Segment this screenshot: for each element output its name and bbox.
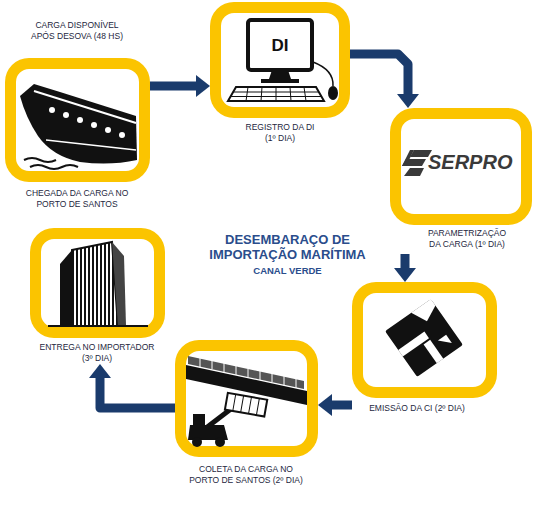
step-caption: CHEGADA DA CARGA NO PORTO DE SANTOS xyxy=(23,188,131,210)
step-frame xyxy=(5,58,150,182)
process-step: DI REGISTRO DA DI (1º DIA) xyxy=(210,2,350,144)
step-frame xyxy=(352,282,497,398)
flow-arrow xyxy=(331,401,352,410)
step-frame xyxy=(30,228,165,338)
process-step: COLETA DA CARGA NO PORTO DE SANTOS (2º D… xyxy=(175,340,318,502)
step-frame xyxy=(175,340,318,457)
step-caption: EMISSÃO DA CI (2º DIA) xyxy=(352,403,482,414)
flow-arrow xyxy=(100,377,175,408)
flow-arrow xyxy=(350,54,408,95)
step-caption: ENTREGA NO IMPORTADOR (3º DIA) xyxy=(36,342,158,364)
flow-arrow xyxy=(401,254,410,269)
diagram-title: DESEMBARAÇO DE IMPORTAÇÃO MARÍTIMA xyxy=(200,232,375,262)
process-step: CARGA DISPONÍVEL APÓS DESOVA (48 HS) CHEG… xyxy=(5,18,150,214)
step-caption: REGISTRO DA DI (1º DIA) xyxy=(242,122,318,144)
process-step: SERPRO PARAMETRIZAÇÃO DA CARGA (1º DIA) xyxy=(390,108,532,254)
process-step: ENTREGA NO IMPORTADOR (3º DIA) xyxy=(30,228,165,364)
step-caption: PARAMETRIZAÇÃO DA CARGA (1º DIA) xyxy=(424,228,510,250)
step-frame xyxy=(210,2,350,118)
screen-text: DI xyxy=(260,37,300,55)
process-step: EMISSÃO DA CI (2º DIA) xyxy=(352,282,497,414)
subtitle-label: CANAL VERDE xyxy=(200,265,375,276)
note-label: CARGA DISPONÍVEL APÓS DESOVA (48 HS) xyxy=(27,20,127,42)
step-caption: COLETA DA CARGA NO PORTO DE SANTOS (2º D… xyxy=(187,464,305,486)
flow-arrow xyxy=(150,82,197,91)
logo-text: SERPRO xyxy=(428,151,528,173)
